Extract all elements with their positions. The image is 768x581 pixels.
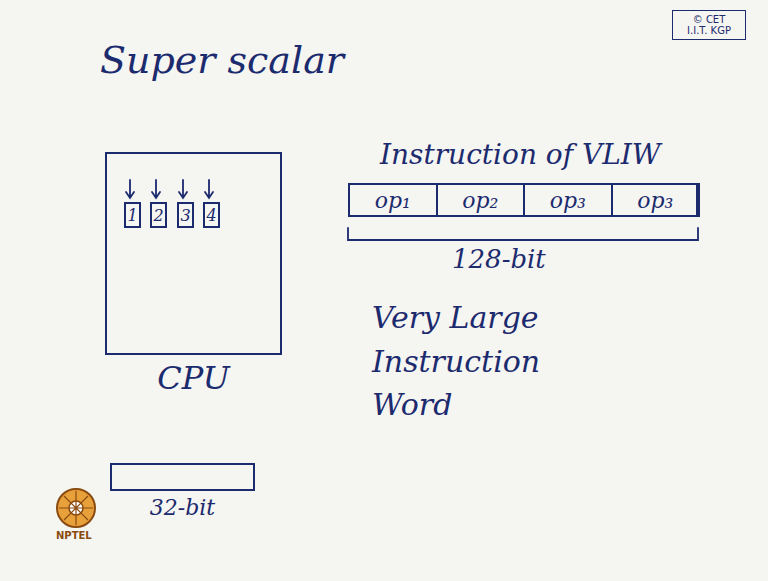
node-text: 2 [153,206,163,225]
logo-text: NPTEL [56,530,92,541]
input-arrow [179,180,187,198]
operation-slot: op₂ [436,183,526,217]
node-text: © CET I.I.T. KGP [681,14,737,36]
operation-slot: op₃ [523,183,613,217]
node-text: op₂ [462,188,498,213]
width-label: 128-bit [452,244,546,274]
node-heading: CPU [157,359,229,397]
slide-title: Super scalar [100,38,344,82]
node-text: 1 [127,206,137,225]
width-bracket [348,228,698,240]
node-text: 3 [180,206,190,225]
execution-unit: 3 [177,202,194,228]
operation-slot: op₃ [611,183,701,217]
node-text: op₃ [637,188,673,213]
node-text: op₃ [550,188,586,213]
copyright-stamp: © CET I.I.T. KGP [672,10,746,40]
nptel-logo [57,489,95,527]
input-arrow [205,180,213,198]
operation-slot: op₁ [348,183,438,217]
execution-unit: 2 [150,202,167,228]
execution-unit: 1 [124,202,141,228]
node-heading: 32-bit [150,495,215,520]
node-heading: Instruction of VLIW [380,138,661,171]
node-text: 4 [206,206,216,225]
input-arrow [152,180,160,198]
instruction-box: 32-bit [110,463,255,491]
input-arrow [126,180,134,198]
acronym-expansion: Very Large Instruction Word [372,296,540,427]
instruction-word: Instruction of VLIWop₁op₂op₃op₃ [348,183,698,217]
execution-unit: 4 [203,202,220,228]
node-text: op₁ [375,188,411,213]
cpu-box: CPU1234 [105,152,282,355]
